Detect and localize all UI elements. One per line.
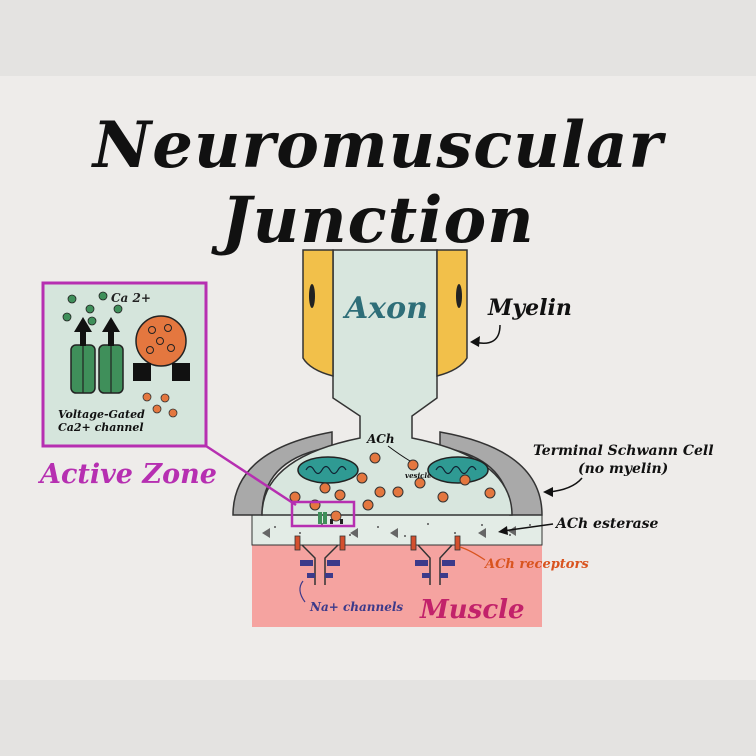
active-zone-label: Active Zone: [37, 459, 217, 490]
mitochondria: [297, 456, 489, 484]
ca-ions: [62, 291, 123, 326]
released-ach: [142, 392, 178, 418]
vesicle-label: vesicle: [405, 471, 432, 480]
mini-channel: [318, 510, 343, 524]
ach-esterase-triangles: [262, 526, 516, 538]
myelin-arrowhead: [470, 336, 480, 347]
receptors-pointer: [459, 546, 486, 561]
active-zone-highlight: [290, 500, 356, 528]
muscle-label: Muscle: [419, 595, 525, 625]
ach-label: ACh: [366, 432, 395, 446]
top-band: [0, 0, 756, 76]
myelin-label: Myelin: [487, 295, 572, 321]
bottom-band: [0, 680, 756, 756]
axon-label: Axon: [342, 291, 428, 326]
schwann-arrow: [547, 477, 583, 493]
esterase-arrow: [502, 523, 554, 532]
esterase-arrowhead: [498, 526, 508, 535]
inset-connector: [205, 444, 297, 507]
na-channels-label: Na+ channels: [309, 600, 403, 614]
na-channels: [300, 560, 455, 578]
schwann-label-line1: Terminal Schwann Cell: [533, 443, 714, 459]
ca-arrows: [74, 317, 120, 346]
axon-terminal: [261, 249, 513, 516]
myelin-sheath: [302, 249, 468, 377]
na-pointer: [299, 580, 306, 603]
vgcc-label-line1: Voltage-Gated: [58, 408, 145, 421]
ach-receptors: [294, 535, 461, 551]
receptors-label: ACh receptors: [483, 557, 589, 572]
diagram-title: Neuromuscular Junction: [92, 108, 664, 258]
schwann-label-line2: (no myelin): [578, 461, 668, 477]
vesicle-pointer: [387, 445, 411, 462]
ach-vesicles: [289, 452, 496, 511]
esterase-label: ACh esterase: [554, 516, 659, 532]
vgcc-label-line2: Ca2+ channel: [58, 421, 144, 434]
docked-vesicle: [133, 315, 190, 381]
schwann-arrowhead: [543, 487, 553, 497]
ca-label: Ca 2+: [111, 291, 151, 305]
